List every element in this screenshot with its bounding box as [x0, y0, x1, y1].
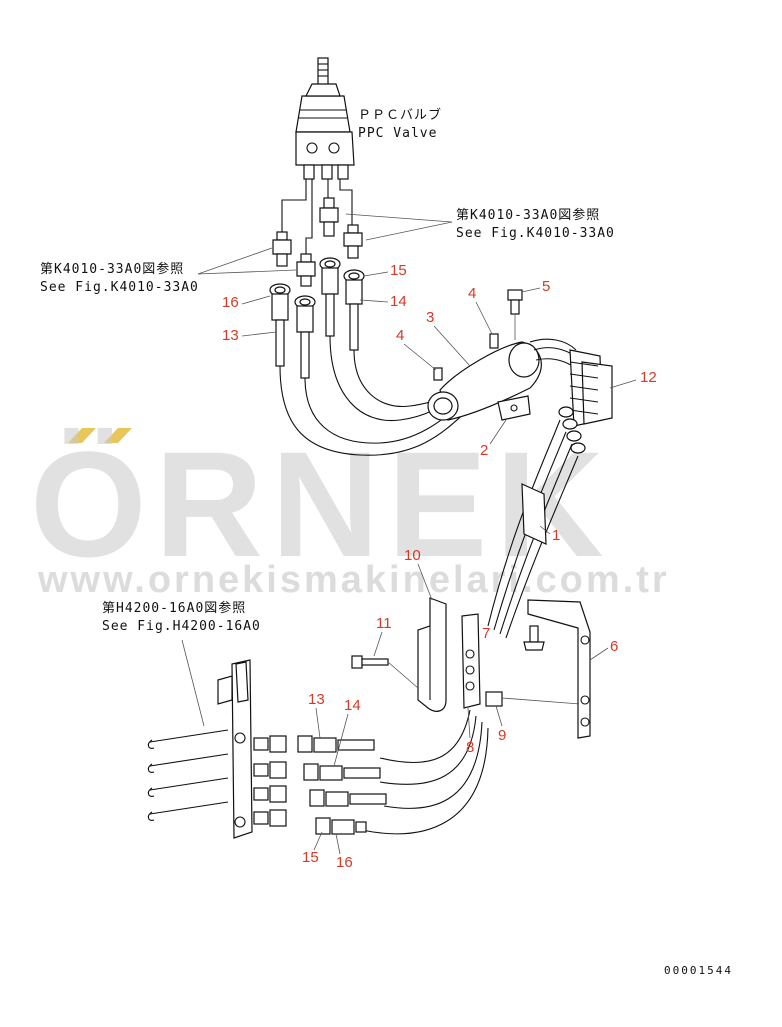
ref-label-jp: 第H4200-16A0図参照 — [102, 600, 246, 616]
spacer — [485, 691, 503, 707]
watermark-brand: ÖRNEK — [30, 420, 612, 588]
watermark-accent-mark — [68, 428, 96, 443]
callout-8: 8 — [466, 739, 474, 756]
callout-6: 6 — [610, 638, 618, 655]
cover-plate — [521, 483, 547, 545]
adapter — [272, 231, 292, 267]
hose-block — [461, 613, 481, 709]
watermark-url: www.ornekismakinelari.com.tr — [37, 559, 670, 601]
ref-label-en: See Fig.K4010-33A0 — [456, 226, 615, 241]
clamp-assembly — [427, 333, 542, 421]
hose-fitting — [253, 735, 375, 753]
callout-1: 1 — [552, 527, 560, 544]
callout-15: 15 — [390, 262, 407, 279]
ref-label-en: See Fig.K4010-33A0 — [40, 280, 199, 295]
callout-16: 16 — [222, 294, 239, 311]
callout-2: 2 — [480, 442, 488, 459]
drawing-code: 00001544 — [664, 964, 733, 977]
callout-16: 16 — [336, 854, 353, 871]
bolt — [351, 655, 419, 689]
callout-14: 14 — [390, 293, 407, 310]
hose-fitting — [343, 269, 365, 351]
bolt — [507, 289, 523, 315]
bracket — [417, 597, 447, 712]
hose-fitting — [269, 283, 291, 367]
callout-3: 3 — [426, 309, 434, 326]
callout-13: 13 — [308, 691, 325, 708]
bolt — [523, 625, 545, 651]
callout-11: 11 — [376, 615, 392, 632]
hose-fitting — [253, 785, 387, 807]
ppc-valve-label-en: PPC Valve — [358, 126, 437, 141]
hose-fitting — [253, 761, 381, 781]
callout-4: 4 — [396, 327, 404, 344]
ref-label-en: See Fig.H4200-16A0 — [102, 619, 261, 634]
callout-13: 13 — [222, 327, 239, 344]
adapter — [343, 224, 363, 259]
hose-bundle — [558, 349, 613, 454]
callout-4: 4 — [468, 285, 476, 302]
callout-5: 5 — [542, 278, 550, 295]
watermark: ÖRNEK www.ornekismakinelari.com.tr — [30, 420, 670, 601]
hose-fitting — [294, 295, 316, 379]
adapter — [296, 253, 316, 287]
callout-15: 15 — [302, 849, 319, 866]
callout-10: 10 — [404, 547, 421, 564]
ppc-valve-label-jp: ＰＰＣバルブ — [358, 107, 442, 123]
hose-fitting — [253, 809, 367, 835]
control-valve-manifold — [217, 659, 253, 839]
callout-9: 9 — [498, 727, 506, 744]
bracket — [527, 599, 591, 739]
ref-label-jp: 第K4010-33A0図参照 — [40, 261, 184, 277]
ref-label-jp: 第K4010-33A0図参照 — [456, 207, 600, 223]
callout-14: 14 — [344, 697, 361, 714]
hose-fitting — [319, 257, 341, 337]
watermark-accent-mark — [104, 428, 132, 443]
callout-12: 12 — [640, 369, 657, 386]
adapter — [319, 197, 339, 237]
ppc-valve — [295, 57, 355, 180]
callout-7: 7 — [482, 625, 490, 642]
